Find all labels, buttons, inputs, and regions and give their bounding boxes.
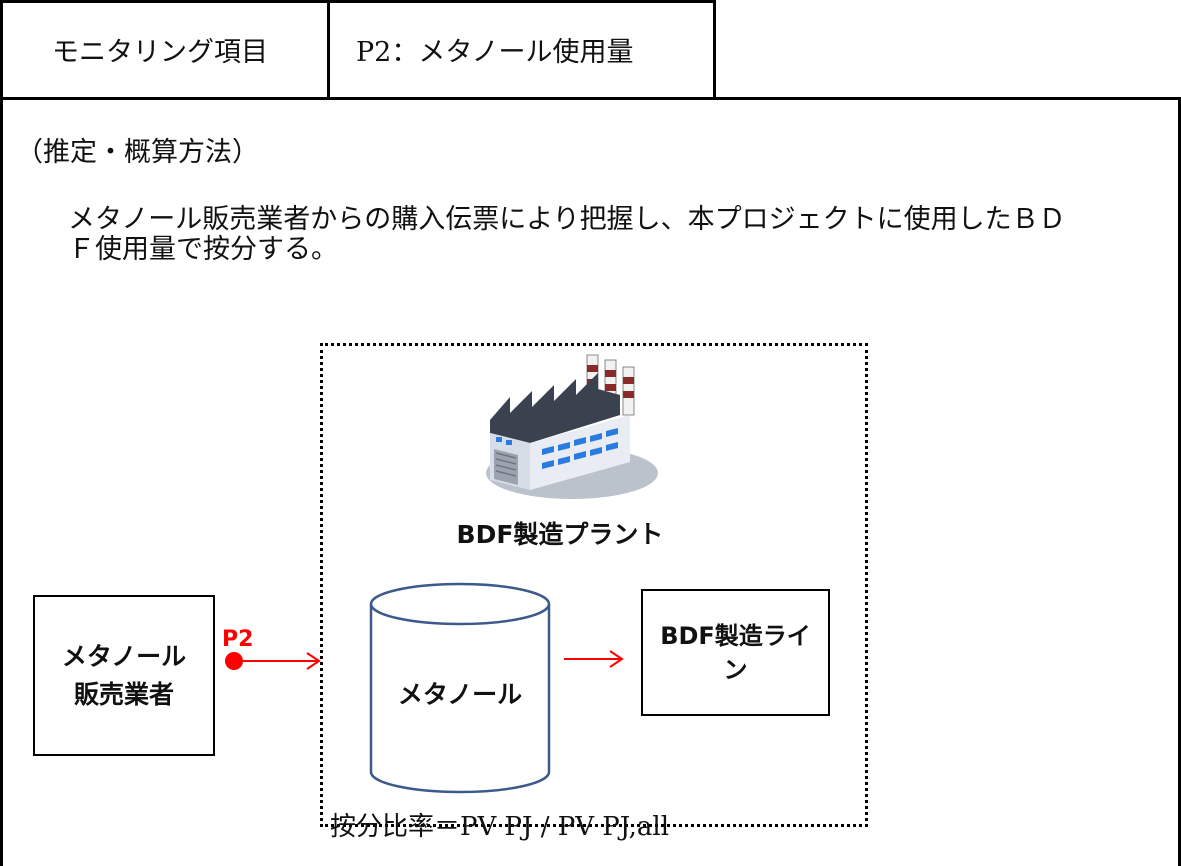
bdf-line-box: BDF製造ライ ン	[641, 589, 830, 716]
table-border-right	[1178, 98, 1181, 866]
monitoring-item-value: P2：メタノール使用量	[356, 37, 634, 68]
plant-boundary	[320, 343, 868, 827]
table-border-header-bottom	[0, 97, 1181, 100]
bdf-line-label-line1: BDF製造ライ	[660, 621, 811, 650]
vendor-label-line1: メタノール	[61, 641, 187, 671]
p2-arrow	[225, 652, 321, 670]
header-cell-right-border	[713, 0, 716, 100]
table-border-top	[0, 0, 716, 3]
tank-to-line-arrow	[564, 650, 624, 668]
p2-label: P2	[222, 627, 254, 652]
allocation-ratio: 按分比率＝PV PJ / PV PJ,all	[330, 812, 670, 842]
plant-label: BDF製造プラント	[456, 520, 664, 549]
tank-label: メタノール	[397, 680, 523, 709]
methanol-tank	[369, 582, 551, 794]
vendor-box: メタノール 販売業者	[33, 595, 215, 756]
table-border-left	[0, 0, 3, 866]
bdf-line-label-line2: ン	[723, 655, 748, 684]
method-body-line2: Ｆ使用量で按分する。	[68, 234, 338, 265]
method-body-line1: メタノール販売業者からの購入伝票により把握し、本プロジェクトに使用したＢＤ	[68, 204, 1066, 235]
header-cell-divider	[327, 0, 330, 100]
vendor-label-line2: 販売業者	[73, 679, 174, 709]
method-heading: （推定・概算方法）	[16, 137, 259, 168]
monitoring-item-label: モニタリング項目	[52, 37, 268, 68]
factory-icon	[486, 354, 658, 499]
